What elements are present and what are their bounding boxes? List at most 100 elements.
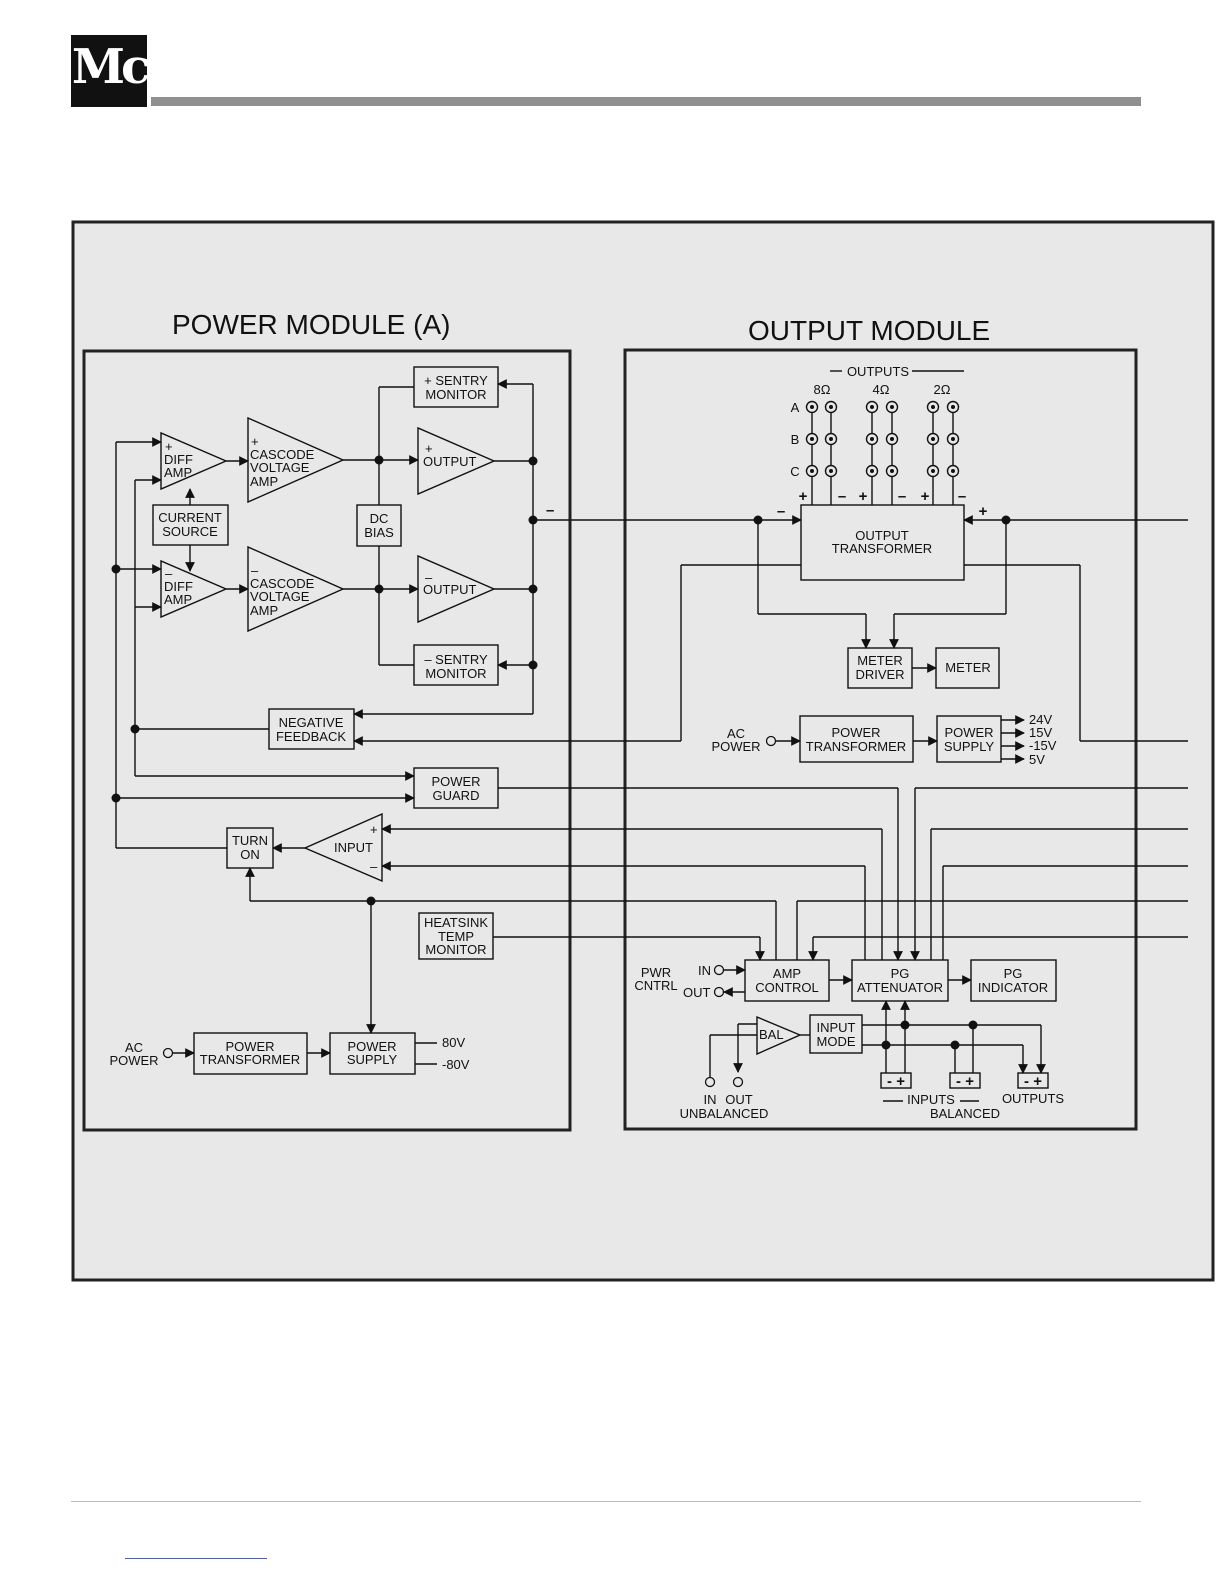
speaker-terminals bbox=[805, 400, 960, 478]
cascode-pos-l1: CASCODE bbox=[250, 447, 315, 462]
speaker-terminal-center bbox=[890, 469, 894, 473]
ac-power-a-l2: POWER bbox=[109, 1053, 158, 1068]
speaker-terminal-center bbox=[810, 405, 814, 409]
output-neg-sign: – bbox=[425, 570, 433, 585]
current-source-l1: CURRENT bbox=[158, 510, 222, 525]
rail-15v: 15V bbox=[1029, 725, 1052, 740]
input-plus: + bbox=[370, 822, 378, 837]
jack-2-pol: - + bbox=[956, 1073, 974, 1090]
heatsink-l2: TEMP bbox=[438, 929, 474, 944]
power-transformer-a-l2: TRANSFORMER bbox=[200, 1052, 300, 1067]
sentry-neg-l1: – SENTRY bbox=[424, 652, 488, 667]
meter-driver-l1: METER bbox=[857, 653, 903, 668]
pg-ind-l2: INDICATOR bbox=[978, 980, 1048, 995]
input-mode-l1: INPUT bbox=[817, 1020, 856, 1035]
pwr-cntrl-out-terminal bbox=[713, 986, 725, 998]
out-xfmr-l1: OUTPUT bbox=[855, 528, 909, 543]
balanced-input-jack-1 bbox=[880, 1072, 912, 1089]
pol-3: + bbox=[859, 488, 868, 505]
diff-pos-l2: AMP bbox=[164, 465, 192, 480]
pwr-cntrl-l2: CNTRL bbox=[634, 978, 677, 993]
speaker-terminal-center bbox=[870, 469, 874, 473]
rail-24v: 24V bbox=[1029, 712, 1052, 727]
speaker-terminal-center bbox=[890, 437, 894, 441]
balanced-label: BALANCED bbox=[930, 1106, 1000, 1121]
balanced-input-jack-2 bbox=[949, 1072, 981, 1089]
output-module-frame bbox=[623, 348, 1138, 1131]
dc-bias-l2: BIAS bbox=[364, 525, 394, 540]
output-transformer bbox=[800, 504, 965, 581]
pol-1: + bbox=[799, 488, 808, 505]
diff-amp-pos bbox=[160, 431, 228, 491]
row-c: C bbox=[790, 464, 799, 479]
dc-bias-l1: DC bbox=[370, 511, 389, 526]
unbalanced-in-terminal bbox=[704, 1076, 716, 1088]
logo-text: Mc bbox=[71, 39, 150, 95]
outputs-bottom-label: OUTPUTS bbox=[1002, 1091, 1064, 1106]
header-bar bbox=[151, 97, 1141, 106]
amp-control-l2: CONTROL bbox=[755, 980, 819, 995]
footer-link[interactable] bbox=[125, 1558, 267, 1559]
out-xfmr-minus: – bbox=[777, 503, 785, 520]
speaker-terminal-center bbox=[951, 405, 955, 409]
jack-1-pol: - + bbox=[887, 1073, 905, 1090]
row-b: B bbox=[791, 432, 800, 447]
pwr-cntrl-in-terminal bbox=[713, 964, 725, 976]
row-a: A bbox=[791, 400, 800, 415]
footer-rule bbox=[71, 1501, 1141, 1502]
power-transformer-out-l2: TRANSFORMER bbox=[806, 739, 906, 754]
diff-amp-neg bbox=[160, 559, 228, 619]
output-pos-sign: + bbox=[425, 441, 433, 456]
input-mode bbox=[809, 1014, 863, 1054]
power-transformer-out-l1: POWER bbox=[831, 725, 880, 740]
power-guard-l1: POWER bbox=[431, 774, 480, 789]
sentry-neg-l2: MONITOR bbox=[425, 666, 486, 681]
output-pos-label: OUTPUT bbox=[423, 454, 477, 469]
ac-power-out-l2: POWER bbox=[711, 739, 760, 754]
diff-pos-sign: + bbox=[165, 439, 173, 454]
diff-pos-l1: DIFF bbox=[164, 452, 193, 467]
rail-neg15v: -15V bbox=[1029, 738, 1057, 753]
speaker-terminal-center bbox=[951, 437, 955, 441]
speaker-terminal-center bbox=[810, 469, 814, 473]
diagram-panel bbox=[71, 220, 1215, 1282]
speaker-terminal-center bbox=[931, 405, 935, 409]
meter-label: METER bbox=[945, 660, 991, 675]
neg-feedback-l1: NEGATIVE bbox=[279, 715, 344, 730]
power-supply-out-l2: SUPPLY bbox=[944, 739, 995, 754]
pol-5: + bbox=[921, 488, 930, 505]
feedback-minus: – bbox=[546, 502, 554, 519]
cascode-pos-l3: AMP bbox=[250, 474, 278, 489]
heatsink-l3: MONITOR bbox=[425, 942, 486, 957]
pol-6: – bbox=[958, 488, 966, 505]
input-mode-l2: MODE bbox=[817, 1034, 856, 1049]
speaker-terminal-center bbox=[810, 437, 814, 441]
turn-on-l2: ON bbox=[240, 847, 260, 862]
speaker-terminal-center bbox=[890, 405, 894, 409]
power-supply-a-l1: POWER bbox=[347, 1039, 396, 1054]
input-label: INPUT bbox=[334, 840, 373, 855]
unbal-out: OUT bbox=[725, 1092, 753, 1107]
ac-power-a-l1: AC bbox=[125, 1040, 143, 1055]
unbalanced-out-terminal bbox=[732, 1076, 744, 1088]
diff-neg-sign: – bbox=[165, 566, 173, 581]
diff-neg-l2: AMP bbox=[164, 592, 192, 607]
pg-atten-l2: ATTENUATOR bbox=[857, 980, 943, 995]
cascode-neg-sign: – bbox=[251, 563, 259, 578]
sentry-pos-l2: MONITOR bbox=[425, 387, 486, 402]
speaker-terminal-center bbox=[931, 469, 935, 473]
output-module-title: OUTPUT MODULE bbox=[748, 315, 990, 346]
pol-2: – bbox=[838, 488, 846, 505]
cascode-neg-l1: CASCODE bbox=[250, 576, 315, 591]
current-source-l2: SOURCE bbox=[162, 524, 218, 539]
unbalanced-label: UNBALANCED bbox=[680, 1106, 769, 1121]
speaker-terminal-center bbox=[829, 437, 833, 441]
bal-label: BAL bbox=[759, 1027, 784, 1042]
imp-4: 4Ω bbox=[873, 382, 890, 397]
sentry-pos-l1: + SENTRY bbox=[424, 373, 488, 388]
heatsink-temp-monitor bbox=[418, 912, 494, 960]
speaker-terminal-center bbox=[870, 437, 874, 441]
ac-power-terminal-a bbox=[162, 1047, 174, 1059]
cascode-pos-sign: + bbox=[251, 434, 259, 449]
